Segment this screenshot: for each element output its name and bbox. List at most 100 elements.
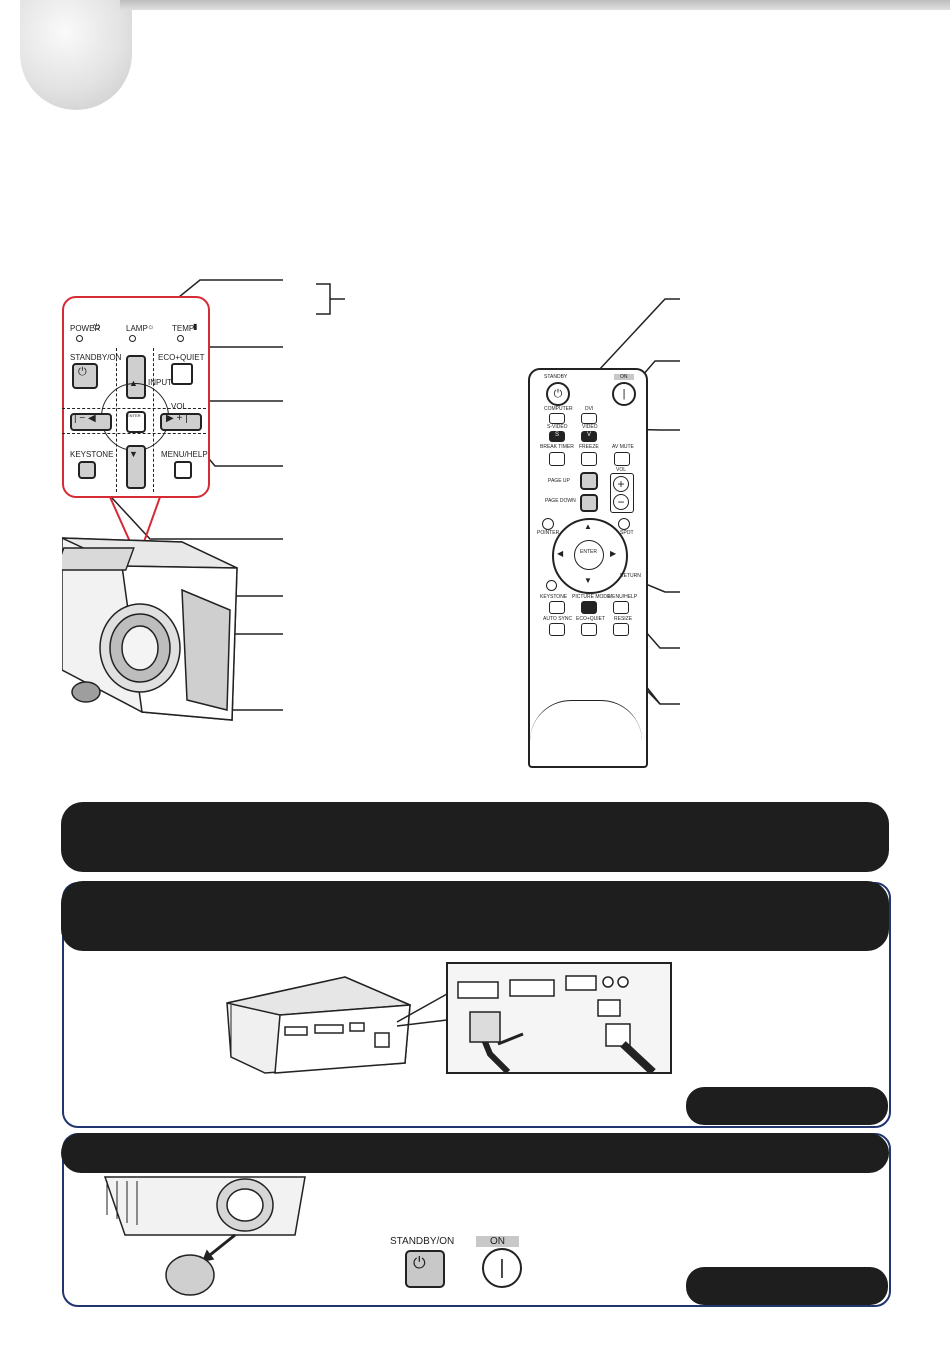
keystone-label: KEYSTONE	[70, 450, 114, 459]
remote-freeze-label: FREEZE	[579, 444, 599, 450]
remote-page-up-button[interactable]	[580, 472, 598, 490]
remote-picture-mode-label: PICTURE MODE	[572, 594, 611, 600]
lamp-icon: ☼	[147, 322, 155, 331]
lamp-indicator-label: LAMP	[126, 324, 148, 333]
remote-av-mute-label: AV MUTE	[612, 444, 634, 450]
enter-button[interactable]	[126, 411, 146, 433]
remote-on-button[interactable]: |	[612, 382, 636, 406]
lamp-led	[129, 335, 136, 342]
left-minus-button[interactable]	[70, 413, 112, 431]
projector-rear-illustration	[226, 976, 411, 1074]
temp-indicator-label: TEMP	[172, 324, 195, 333]
rear-panel-detail	[457, 975, 656, 1072]
remote-break-timer-label: BREAK TIMER	[540, 444, 574, 450]
remote-dvi-button[interactable]	[581, 413, 597, 424]
page-tab-circle	[20, 0, 132, 110]
power-led	[76, 335, 83, 342]
page-tab-bar	[120, 0, 950, 10]
step-bar-3	[61, 1133, 889, 1173]
dashed-guide-vertical	[116, 348, 154, 492]
remote-page-up-label: PAGE UP	[548, 478, 570, 484]
remote-vol-rocker	[610, 473, 634, 513]
remote-freeze-button[interactable]	[581, 452, 597, 466]
dashed-guide	[62, 408, 206, 434]
power-indicator-label: POWER	[70, 324, 101, 333]
remote-vol-down-button[interactable]: −	[613, 494, 629, 510]
remote-extra-circle-button[interactable]	[546, 580, 557, 591]
remote-eco-quiet-label: ECO+QUIET	[576, 616, 606, 622]
right-plus-button[interactable]	[160, 413, 202, 431]
remote-dpad-ring	[552, 518, 628, 594]
rear-panel-closeup	[446, 962, 672, 1074]
remote-enter-button[interactable]	[574, 540, 604, 570]
enter-label: ENTER	[127, 413, 141, 418]
leader-remote-standby	[584, 298, 680, 386]
standby-power-icon: ⏻	[78, 366, 87, 378]
standby-on-button[interactable]	[72, 363, 98, 389]
menu-help-button[interactable]	[174, 461, 192, 479]
remote-vol-label: VOL	[616, 467, 627, 473]
remote-grip-line	[530, 700, 642, 741]
down-button[interactable]	[126, 445, 146, 489]
remote-keystone-button[interactable]	[549, 601, 565, 614]
remote-dpad-right[interactable]: ▶	[610, 549, 617, 558]
remote-spot-label: SPOT	[620, 530, 634, 536]
remote-pointer-label: POINTER	[537, 530, 560, 536]
remote-keystone-label: KEYSTONE	[540, 594, 568, 600]
projector-illustration	[62, 537, 238, 721]
remote-standby-label: STANDBY	[544, 374, 568, 380]
remote-vol-up-button[interactable]: +	[613, 476, 629, 492]
remote-dvi-label: DVI	[585, 406, 594, 412]
remote-dpad-down[interactable]: ▼	[584, 576, 592, 585]
temp-led	[177, 335, 184, 342]
remote-eco-quiet-button[interactable]	[581, 623, 597, 636]
standby-large-power-icon: ⏻	[413, 1255, 426, 1272]
down-arrow-icon: ▼	[129, 449, 138, 459]
remote-page-down-button[interactable]	[580, 494, 598, 512]
zoom-connector-lines	[396, 993, 448, 1027]
step-3-page-pill	[686, 1267, 888, 1305]
remote-dpad-up[interactable]: ▲	[584, 522, 592, 531]
remote-menu-help-button[interactable]	[613, 601, 629, 614]
menu-help-label: MENU/HELP	[161, 450, 208, 459]
lens-cap-illustration	[103, 1176, 306, 1296]
eco-quiet-button[interactable]	[171, 363, 193, 385]
remote-break-timer-button[interactable]	[549, 452, 565, 466]
eco-quiet-label: ECO+QUIET	[158, 353, 205, 362]
standby-on-label: STANDBY/ON	[70, 353, 122, 362]
remote-computer-label: COMPUTER	[544, 406, 573, 412]
remote-page-down-label: PAGE DOWN	[545, 498, 576, 504]
remote-standby-button[interactable]: ⏻	[546, 382, 570, 406]
standby-on-large-button[interactable]	[405, 1250, 445, 1288]
step-bar-1	[61, 802, 889, 872]
remote-pointer-button[interactable]	[542, 518, 554, 530]
bracket-line	[316, 283, 331, 315]
plus-right-icon: ▶ + |	[166, 413, 188, 424]
remote-computer-button[interactable]	[549, 413, 565, 424]
remote-picture-mode-button[interactable]	[581, 601, 597, 614]
remote-av-mute-button[interactable]	[614, 452, 630, 466]
step-bar-2	[61, 881, 889, 951]
remote-return-label: RETURN	[620, 573, 641, 579]
remote-spot-button[interactable]	[618, 518, 630, 530]
remote-menu-help-label: MENU/HELP	[608, 594, 638, 600]
remote-auto-sync-button[interactable]	[549, 623, 565, 636]
vol-label: VOL	[171, 402, 188, 411]
remote-resize-label: RESIZE	[614, 616, 633, 622]
remote-s-video-button[interactable]: S	[549, 431, 565, 442]
minus-left-icon: | − ◀	[74, 413, 96, 424]
remote-video-label: VIDEO	[582, 424, 598, 430]
power-icon: ⏻	[93, 322, 101, 332]
remote-on-label: ON	[614, 374, 634, 380]
remote-video-button[interactable]: V	[581, 431, 597, 442]
remote-auto-sync-label: AUTO SYNC	[543, 616, 573, 622]
temp-icon: ▮	[193, 322, 198, 331]
remote-resize-button[interactable]	[613, 623, 629, 636]
on-large-button[interactable]: |	[482, 1248, 522, 1288]
remote-enter-label: ENTER	[580, 549, 597, 555]
remote-s-video-label: S-VIDEO	[547, 424, 568, 430]
input-label: INPUT	[148, 378, 172, 387]
on-caption: ON	[476, 1236, 519, 1247]
remote-dpad-left[interactable]: ◀	[557, 549, 564, 558]
keystone-button[interactable]	[78, 461, 96, 479]
